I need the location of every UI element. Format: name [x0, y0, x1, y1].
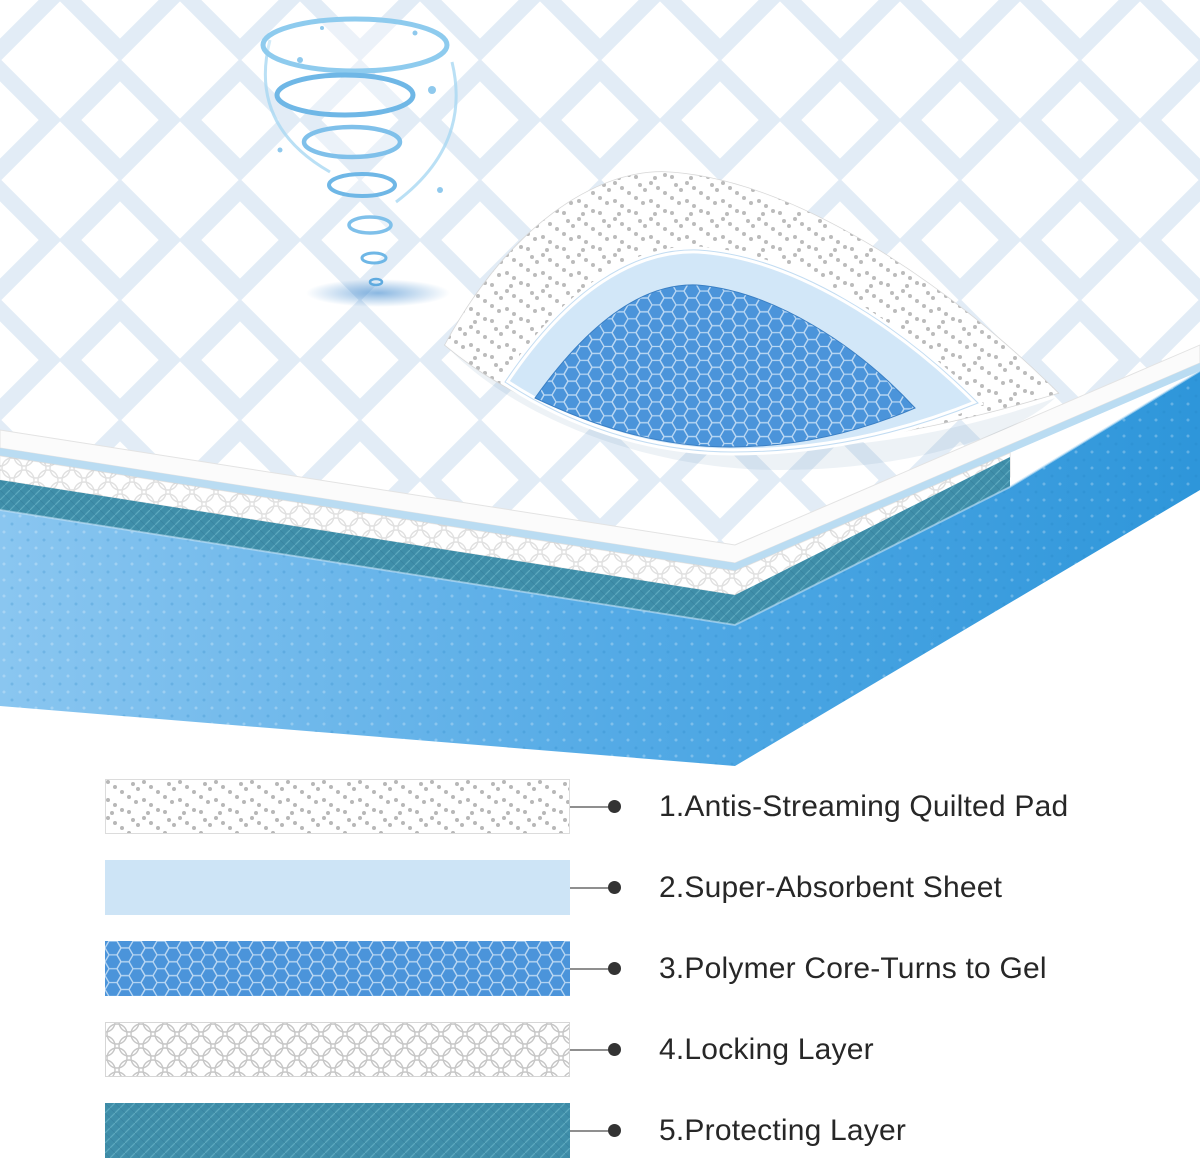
swatch-quilted-pad	[105, 779, 570, 834]
flap-shadow	[450, 350, 1055, 470]
legend-row-polymer-core: 3.Polymer Core-Turns to Gel	[105, 941, 1068, 996]
pad-layers-graphic	[0, 0, 1200, 766]
legend-row-protecting-layer: 5.Protecting Layer	[105, 1103, 1068, 1158]
legend-label: 4.Locking Layer	[659, 1032, 874, 1066]
swatch-absorbent-sheet	[105, 860, 570, 915]
legend-label: 2.Super-Absorbent Sheet	[659, 870, 1003, 904]
legend-connector-line	[570, 1129, 608, 1132]
legend-connector-line	[570, 886, 608, 889]
legend-dot	[608, 962, 621, 975]
swatch-polymer-core	[105, 941, 570, 996]
pad-illustration	[0, 0, 1200, 766]
water-droplets	[277, 26, 443, 193]
legend-row-locking-layer: 4.Locking Layer	[105, 1022, 1068, 1077]
legend-connector-line	[570, 1048, 608, 1051]
legend-dot	[608, 1124, 621, 1137]
legend-row-quilted-pad: 1.Antis-Streaming Quilted Pad	[105, 779, 1068, 834]
legend-label: 3.Polymer Core-Turns to Gel	[659, 951, 1047, 985]
legend-dot	[608, 1043, 621, 1056]
legend-connector-line	[570, 967, 608, 970]
swatch-protecting-layer	[105, 1103, 570, 1158]
peeled-layers	[444, 171, 1060, 470]
top-sheet-edge	[0, 344, 1200, 571]
absorbent-slab	[0, 370, 1200, 766]
legend-dot	[608, 800, 621, 813]
layer-legend: 1.Antis-Streaming Quilted Pad 2.Super-Ab…	[105, 779, 1068, 1158]
water-tornado-icon	[260, 16, 458, 307]
legend-connector-line	[570, 805, 608, 808]
legend-row-absorbent-sheet: 2.Super-Absorbent Sheet	[105, 860, 1068, 915]
polymer-core-flap	[534, 284, 916, 448]
swatch-locking-layer	[105, 1022, 570, 1077]
legend-label: 5.Protecting Layer	[659, 1113, 907, 1147]
legend-dot	[608, 881, 621, 894]
legend-label: 1.Antis-Streaming Quilted Pad	[659, 789, 1069, 823]
